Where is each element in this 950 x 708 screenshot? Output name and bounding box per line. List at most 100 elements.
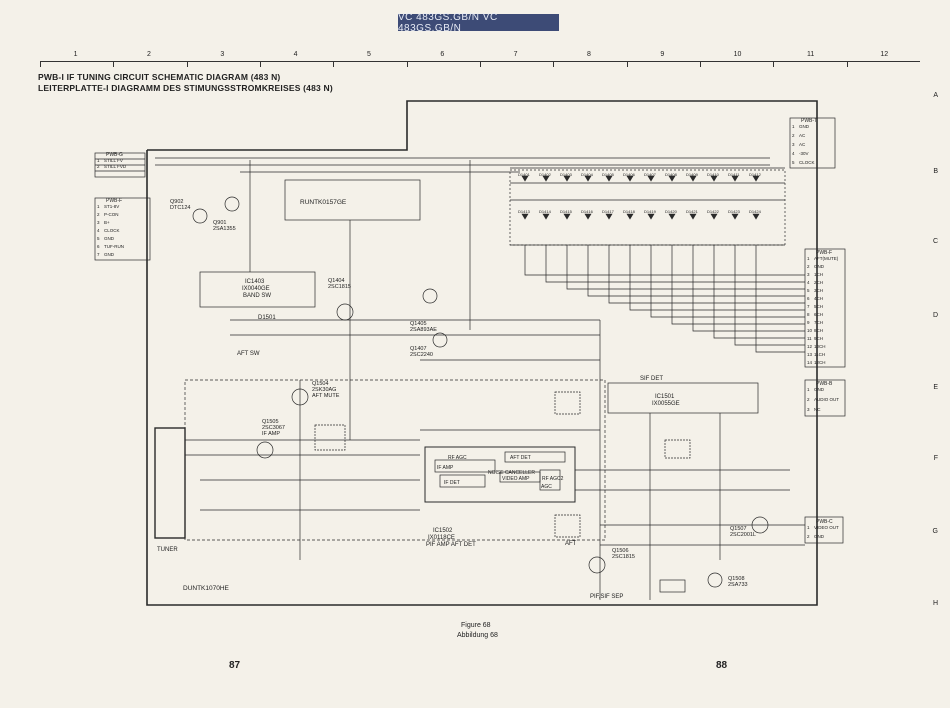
ruler-tick bbox=[260, 62, 261, 67]
diode-symbol bbox=[710, 213, 718, 220]
diode-symbol bbox=[647, 175, 655, 182]
diode-symbol bbox=[584, 175, 592, 182]
pwb-f-right-connector-pin-name: 5CH bbox=[814, 304, 823, 309]
pwb-f-right-connector-pin-name: 10CH bbox=[814, 344, 826, 349]
transistor-ref: Q1505 bbox=[262, 419, 279, 425]
pwb-t-connector-pin-number: 1 bbox=[792, 124, 795, 129]
pwb-b-connector-pin-name: NC bbox=[814, 407, 821, 412]
channel-wire bbox=[629, 245, 805, 311]
ic1502-block-rf-agc: RF AGC bbox=[448, 455, 467, 461]
pwb-f-right-connector-pin-number: 11 bbox=[807, 336, 812, 341]
ic1501-part: IX0055GE bbox=[652, 401, 680, 407]
pwb-f-right-connector-pin-number: 1 bbox=[807, 256, 810, 261]
diagram-title-english: PWB-I IF TUNING CIRCUIT SCHEMATIC DIAGRA… bbox=[38, 72, 281, 82]
column-number: 2 bbox=[147, 51, 151, 58]
pwb-t-connector-title: PWB-T bbox=[801, 118, 817, 124]
row-letter: H bbox=[932, 600, 938, 607]
transistor-ref: Q902 bbox=[170, 199, 183, 205]
pwb-t-connector-pin-name: CLOCK bbox=[799, 160, 815, 165]
ic1502-block-video-amp: VIDEO AMP bbox=[502, 476, 530, 482]
pwb-g-connector-pin-name: STILL FVD bbox=[104, 164, 127, 169]
pwb-c-connector-pin-number: 1 bbox=[807, 525, 810, 530]
diode-symbol bbox=[689, 213, 697, 220]
page-number-right: 88 bbox=[716, 660, 728, 671]
pwb-f-right-connector-pin-name: 9CH bbox=[814, 336, 823, 341]
ic1502-ref: IC1502 bbox=[433, 528, 453, 534]
diode-label: D1418 bbox=[623, 209, 636, 214]
row-letter: E bbox=[933, 384, 938, 391]
ic1502-part: IX0118CE bbox=[428, 535, 455, 541]
pwb-f-right-connector-pin-number: 8 bbox=[807, 312, 810, 317]
column-number: 7 bbox=[513, 51, 518, 58]
transistor-ref: Q901 bbox=[213, 220, 226, 226]
pwb-c-connector-pin-name: GND bbox=[814, 534, 825, 539]
diode-symbol bbox=[752, 175, 760, 182]
ruler-tick bbox=[406, 62, 408, 67]
pwb-g-connector-pin-number: 2 bbox=[97, 164, 100, 169]
diode-symbol bbox=[710, 175, 718, 182]
transistor-ref: Q1506 bbox=[612, 548, 629, 554]
column-number: 1 bbox=[73, 51, 78, 58]
diode-label: D1413 bbox=[518, 209, 531, 214]
pwb-f-left-connector-pin-number: 4 bbox=[97, 228, 100, 233]
ic1501-function: SIF DET bbox=[640, 376, 663, 382]
pwb-t-connector-pin-name: AC bbox=[799, 133, 806, 138]
column-number: 9 bbox=[660, 51, 665, 58]
pwb-t-connector-pin-name: AC bbox=[799, 142, 806, 147]
diode-label: D1421 bbox=[686, 209, 699, 214]
bnd-sw-label: D1501 bbox=[258, 315, 276, 321]
pwb-f-right-connector-pin-name: GND bbox=[814, 264, 825, 269]
row-letter: D bbox=[932, 312, 938, 319]
pwb-t-connector-pin-name: -30V bbox=[799, 151, 809, 156]
ruler-tick bbox=[626, 62, 628, 67]
pwb-f-right-connector-pin-number: 4 bbox=[807, 280, 810, 285]
ic1502-block-agc: AGC bbox=[541, 484, 552, 490]
transistor-part: 2SK30AG bbox=[312, 387, 336, 393]
transistor-ref: Q1508 bbox=[728, 576, 745, 582]
column-number: 10 bbox=[733, 51, 742, 58]
ic1502-block-if-amp: IF AMP bbox=[437, 465, 454, 471]
diode-symbol bbox=[605, 213, 613, 220]
pwb-f-right-connector-pin-number: 14 bbox=[807, 360, 813, 365]
pwb-g-connector-pin-name: STILL FV bbox=[104, 158, 123, 163]
diagram-title-german: LEITERPLATTE-I DIAGRAMM DES STIMUNGSSTRO… bbox=[38, 83, 333, 93]
pwb-f-left-connector-pin-number: 1 bbox=[97, 204, 100, 209]
diode-label: D1416 bbox=[581, 209, 594, 214]
transistor-ref: Q1507 bbox=[730, 526, 747, 532]
diode-symbol bbox=[563, 175, 571, 182]
pwb-b-connector-pin-name: AUDIO OUT bbox=[814, 397, 839, 402]
pwb-f-left-connector-pin-name: GND bbox=[104, 252, 115, 257]
transistor-function: AFT MUTE bbox=[312, 393, 340, 399]
row-letter: C bbox=[932, 238, 938, 245]
pwb-c-connector-title: PWB-C bbox=[816, 519, 833, 525]
aft-sw-label: AFT SW bbox=[237, 351, 260, 357]
diode-symbol bbox=[689, 175, 697, 182]
channel-wire bbox=[545, 245, 805, 283]
pwb-t-connector-pin-name: GND bbox=[799, 124, 810, 129]
pwb-f-right-connector-pin-name: 4CH bbox=[814, 296, 823, 301]
pwb-f-right-connector-pin-number: 3 bbox=[807, 272, 810, 277]
pwb-f-left-connector-pin-number: 5 bbox=[97, 236, 100, 241]
pwb-f-right-connector-pin-name: AFT(MUTE) bbox=[814, 256, 839, 261]
ic1502-block-rf-agc2: RF AGC2 bbox=[542, 476, 564, 482]
channel-wire bbox=[671, 245, 805, 325]
diode-symbol bbox=[521, 213, 529, 220]
diode-symbol bbox=[752, 213, 760, 220]
column-number: 6 bbox=[440, 51, 445, 58]
pwb-f-left-connector-pin-name: P-CON bbox=[104, 212, 119, 217]
column-number: 12 bbox=[880, 51, 889, 58]
pwb-f-right-connector-pin-name: 8CH bbox=[814, 328, 823, 333]
transistor-part: 2SC2001L bbox=[730, 532, 756, 538]
row-letter: F bbox=[933, 455, 938, 462]
diode-symbol bbox=[731, 213, 739, 220]
pwb-b-connector-title: PWB-B bbox=[816, 381, 833, 387]
diode-label: D1410 bbox=[707, 172, 720, 177]
figure-caption-german: Abbildung 68 bbox=[457, 632, 498, 639]
transistor-part: 2SC1815 bbox=[612, 554, 635, 560]
diode-label: D1404 bbox=[581, 172, 594, 177]
diode-label: D1417 bbox=[602, 209, 615, 214]
ic1501-ref: IC1501 bbox=[655, 394, 675, 400]
pwb-f-right-connector-pin-name: 7CH bbox=[814, 320, 823, 325]
pwb-t-connector-pin-number: 4 bbox=[792, 151, 795, 156]
ic1502-function: PIF AMP AFT DET bbox=[426, 542, 476, 548]
